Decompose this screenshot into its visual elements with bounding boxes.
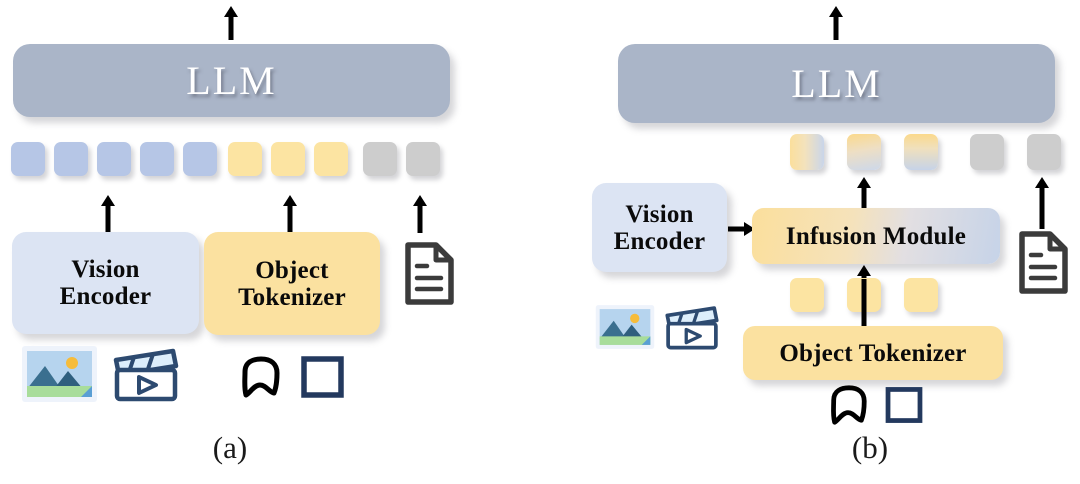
- bounding-box-icon: [883, 386, 925, 424]
- infused-token-2: [847, 134, 881, 170]
- vision-token-2: [54, 142, 88, 176]
- vision-encoder-label-line2: Encoder: [59, 283, 152, 310]
- panel-b-caption: (b): [851, 430, 889, 465]
- text-token-2: [1027, 134, 1061, 170]
- infusion-module-box: Infusion Module: [752, 208, 1000, 264]
- video-icon: [112, 345, 180, 403]
- object-tokenizer-label: Object Tokenizer: [779, 339, 967, 367]
- vision-encoder-box-a: Vision Encoder: [12, 232, 199, 334]
- llm-box-a: LLM: [13, 44, 450, 117]
- infused-token-1: [790, 134, 824, 170]
- panel-b: LLM Vision Encoder: [540, 0, 1080, 484]
- llm-label: LLM: [791, 60, 882, 106]
- video-icon: [664, 303, 720, 351]
- object-token-1: [228, 142, 262, 176]
- vision-encoder-label-line2: Encoder: [613, 227, 706, 255]
- vision-encoder-label-line1: Vision: [71, 256, 140, 283]
- object-tokenizer-box-a: Object Tokenizer: [204, 232, 380, 335]
- llm-label: LLM: [186, 57, 277, 103]
- text-token-1: [363, 142, 397, 176]
- document-icon: [403, 241, 456, 307]
- vision-token-5: [183, 142, 217, 176]
- bounding-box-icon: [300, 355, 345, 399]
- mask-icon: [236, 355, 284, 399]
- object-token-3: [314, 142, 348, 176]
- vision-encoder-label-line1: Vision: [625, 200, 694, 228]
- vision-encoder-box-b: Vision Encoder: [592, 183, 727, 272]
- panel-a-caption: (a): [212, 430, 248, 465]
- text-token-1: [970, 134, 1004, 170]
- object-token-2: [271, 142, 305, 176]
- object-tokenizer-box-b: Object Tokenizer: [743, 326, 1003, 380]
- llm-box-b: LLM: [618, 44, 1055, 123]
- vision-token-4: [140, 142, 174, 176]
- vision-token-3: [97, 142, 131, 176]
- mask-icon: [825, 384, 871, 426]
- vision-encoder-to-infusion-arrow: [728, 220, 755, 238]
- infused-token-3: [904, 134, 938, 170]
- infusion-module-label: Infusion Module: [785, 222, 967, 250]
- object-tokenizer-label-line1: Object: [255, 256, 329, 284]
- image-icon: [595, 303, 655, 351]
- object-token-1: [790, 278, 824, 312]
- text-token-2: [406, 142, 440, 176]
- object-tokenizer-label-line2: Tokenizer: [238, 283, 346, 311]
- vision-token-1: [11, 142, 45, 176]
- image-icon: [21, 345, 98, 403]
- panel-a: LLM Vision Encoder: [11, 6, 456, 465]
- object-token-3: [904, 278, 938, 312]
- document-icon: [1017, 230, 1070, 296]
